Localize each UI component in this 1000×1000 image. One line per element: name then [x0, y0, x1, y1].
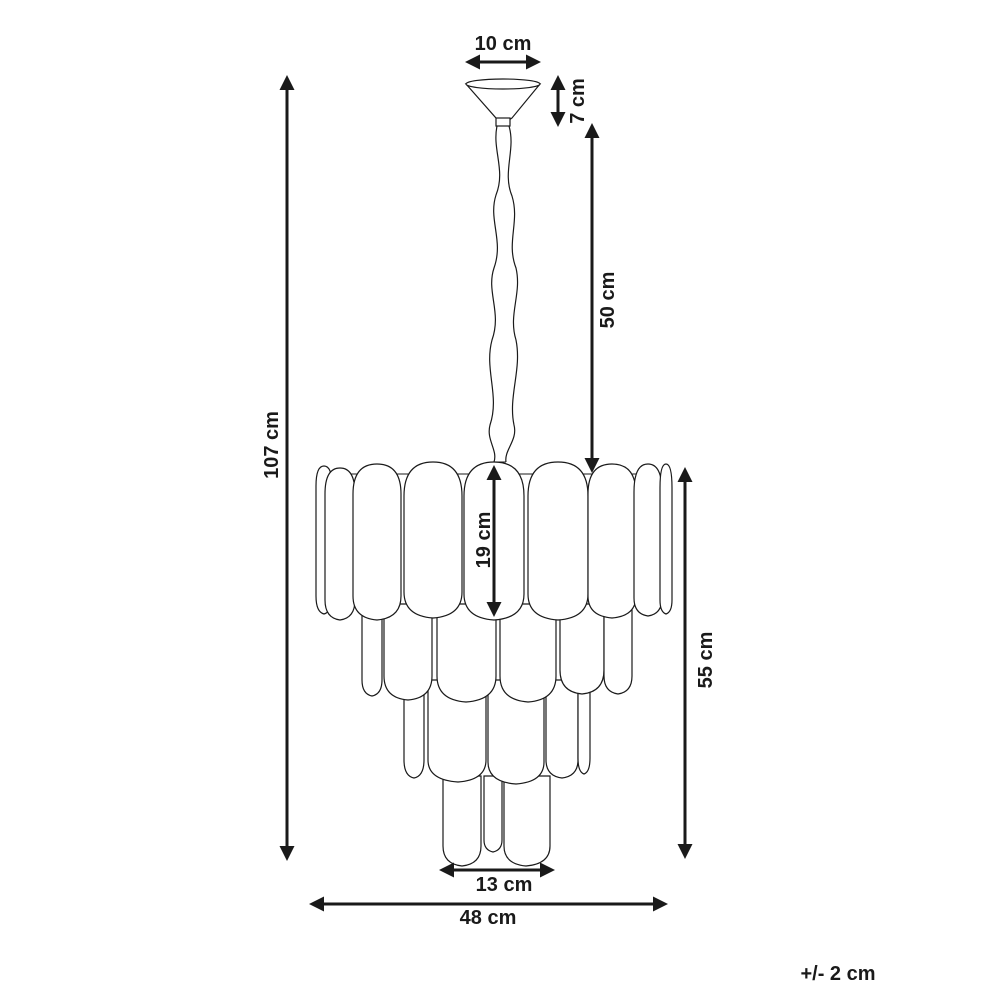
dimension-bottom-width: 13 cm [439, 862, 555, 896]
tier-four [442, 775, 551, 867]
tier-two [361, 599, 633, 703]
dimension-overall-width: 48 cm [309, 896, 668, 929]
overall-width-label: 48 cm [460, 907, 517, 929]
tier-three [403, 679, 591, 785]
dimension-canopy-height: 7 cm [550, 75, 589, 127]
body-height-label: 55 cm [695, 632, 717, 689]
dimension-body-height: 55 cm [677, 467, 717, 859]
chain-length-label: 50 cm [597, 272, 619, 329]
tolerance-note: +/- 2 cm [800, 963, 875, 985]
tier-one [315, 461, 673, 621]
dimension-total-height: 107 cm [261, 75, 295, 861]
dimension-chain-length: 50 cm [584, 123, 619, 473]
dimension-top-tier-height: 19 cm [473, 465, 502, 617]
canopy-height-label: 7 cm [567, 78, 589, 124]
total-height-label: 107 cm [261, 411, 283, 479]
bottom-width-label: 13 cm [476, 874, 533, 896]
dimension-canopy-width: 10 cm [465, 33, 541, 70]
canopy-width-label: 10 cm [475, 33, 532, 55]
chain [488, 125, 519, 463]
ceiling-canopy [464, 78, 542, 127]
top-tier-height-label: 19 cm [473, 512, 495, 569]
